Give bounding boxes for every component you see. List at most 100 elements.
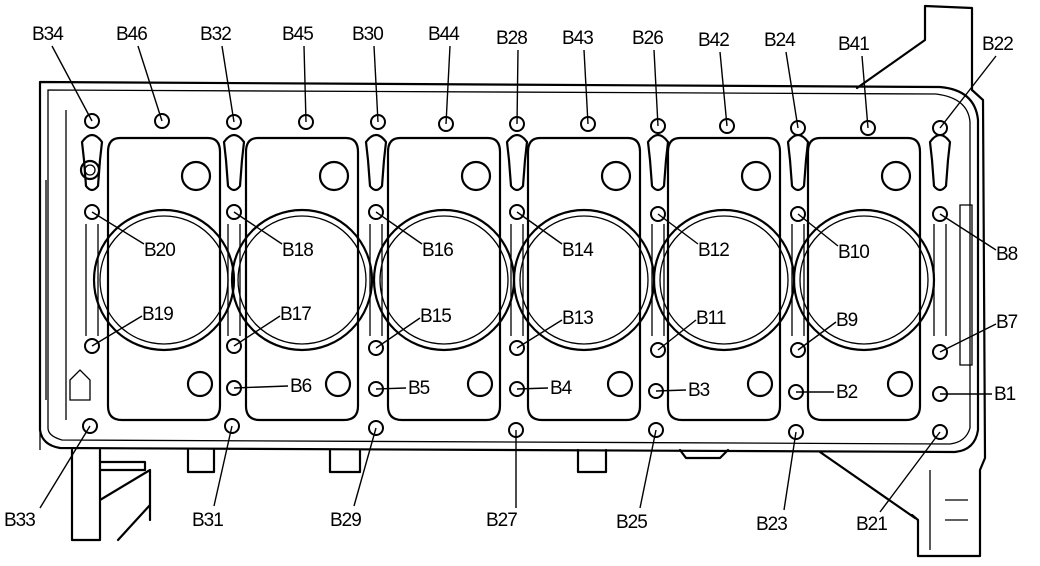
label-b5: B5 bbox=[408, 378, 430, 399]
cylinder-bores bbox=[79, 133, 952, 422]
coolant-port-top-1 bbox=[180, 160, 212, 192]
label-b44: B44 bbox=[428, 24, 460, 45]
keyhole-slot-6 bbox=[786, 133, 810, 192]
leader-b9 bbox=[797, 321, 837, 351]
leader-b29 bbox=[353, 427, 377, 507]
label-b21: B21 bbox=[856, 514, 887, 535]
oil-hole-inner bbox=[84, 164, 96, 176]
bore-circle-6 bbox=[792, 208, 936, 352]
leader-b20 bbox=[91, 211, 145, 245]
label-b28: B28 bbox=[496, 28, 527, 49]
label-b18: B18 bbox=[282, 240, 313, 261]
label-b31: B31 bbox=[192, 510, 223, 531]
label-b23: B23 bbox=[756, 514, 787, 535]
leader-b4 bbox=[516, 387, 549, 390]
label-b14: B14 bbox=[562, 240, 594, 261]
label-b7: B7 bbox=[996, 312, 1018, 333]
combustion-chamber-2 bbox=[244, 136, 360, 422]
leader-b8 bbox=[939, 213, 997, 251]
label-b17: B17 bbox=[280, 304, 311, 325]
leader-b44 bbox=[445, 45, 451, 125]
bottom-tabs bbox=[186, 448, 917, 520]
leader-b33 bbox=[39, 425, 91, 509]
bore-circle-1 bbox=[92, 208, 236, 352]
leader-b5 bbox=[375, 387, 407, 390]
bore-circle-2 bbox=[230, 208, 374, 352]
label-b4: B4 bbox=[550, 378, 573, 399]
leader-b16 bbox=[375, 211, 423, 245]
coolant-port-top-5 bbox=[740, 160, 772, 192]
leader-b6 bbox=[233, 385, 289, 389]
bore-inner-ring-4 bbox=[519, 215, 649, 345]
bore-circle-4 bbox=[512, 208, 656, 352]
coolant-port-top-2 bbox=[318, 160, 350, 192]
left-bracket bbox=[70, 448, 152, 542]
coolant-port-top-3 bbox=[460, 160, 492, 192]
end-plate bbox=[855, 4, 987, 558]
label-b25: B25 bbox=[616, 512, 647, 533]
bridge-rail-5 bbox=[651, 224, 665, 336]
leader-b24 bbox=[785, 51, 799, 129]
leader-b30 bbox=[373, 45, 379, 123]
bore-inner-ring-5 bbox=[659, 215, 789, 345]
leader-b43 bbox=[583, 49, 589, 125]
leader-b25 bbox=[639, 429, 657, 509]
leader-b12 bbox=[657, 213, 699, 245]
leader-b32 bbox=[221, 45, 235, 123]
coolant-port-bottom-3 bbox=[466, 370, 494, 398]
leader-b28 bbox=[516, 49, 519, 125]
bore-inner-ring-6 bbox=[799, 215, 929, 345]
label-b12: B12 bbox=[698, 240, 729, 261]
bridge-rail-3 bbox=[369, 224, 383, 336]
gasket-inner-edge bbox=[47, 89, 971, 445]
leader-b13 bbox=[516, 319, 563, 349]
bore-inner-ring-2 bbox=[237, 215, 367, 345]
label-b29: B29 bbox=[330, 510, 361, 531]
leader-b41 bbox=[861, 55, 869, 129]
label-b11: B11 bbox=[696, 308, 726, 329]
leader-b11 bbox=[657, 319, 697, 351]
bridge-rail-7 bbox=[933, 224, 947, 336]
coolant-port-bottom-1 bbox=[186, 370, 214, 398]
label-b9: B9 bbox=[836, 310, 858, 331]
leader-b22 bbox=[939, 55, 997, 129]
coolant-port-bottom-5 bbox=[746, 370, 774, 398]
label-b27: B27 bbox=[486, 510, 517, 531]
bore-circle-3 bbox=[372, 208, 516, 352]
leader-b42 bbox=[719, 51, 728, 127]
leader-b7 bbox=[939, 323, 997, 353]
combustion-chamber-6 bbox=[806, 136, 922, 422]
label-b33: B33 bbox=[4, 510, 35, 531]
bore-circle-5 bbox=[652, 208, 796, 352]
bridge-rail-1 bbox=[85, 224, 99, 336]
oil-hole bbox=[79, 159, 101, 181]
leader-b19 bbox=[91, 315, 143, 347]
bolt-holes bbox=[82, 113, 948, 440]
keyhole-slot-1 bbox=[80, 133, 104, 192]
bridge-rail-6 bbox=[791, 224, 805, 336]
leader-b31 bbox=[213, 425, 233, 507]
keyhole-slot-4 bbox=[505, 133, 529, 192]
leader-b23 bbox=[783, 431, 797, 511]
leader-b26 bbox=[653, 49, 659, 127]
label-b22: B22 bbox=[982, 34, 1013, 55]
label-b24: B24 bbox=[764, 30, 796, 51]
leader-b3 bbox=[655, 389, 687, 392]
leader-b15 bbox=[375, 317, 421, 349]
bore-inner-ring-3 bbox=[379, 215, 509, 345]
label-b46: B46 bbox=[116, 24, 147, 45]
coolant-port-top-6 bbox=[880, 160, 912, 192]
label-b6: B6 bbox=[290, 376, 312, 397]
label-b15: B15 bbox=[420, 306, 451, 327]
combustion-chamber-4 bbox=[526, 136, 642, 422]
coolant-port-bottom-6 bbox=[886, 370, 914, 398]
label-b10: B10 bbox=[838, 242, 869, 263]
label-b30: B30 bbox=[352, 24, 383, 45]
label-b13: B13 bbox=[562, 308, 593, 329]
label-b2: B2 bbox=[836, 382, 858, 403]
label-b8: B8 bbox=[996, 244, 1018, 265]
bridge-rail-2 bbox=[227, 224, 241, 336]
coolant-port-bottom-4 bbox=[606, 370, 634, 398]
label-b34: B34 bbox=[32, 24, 64, 45]
